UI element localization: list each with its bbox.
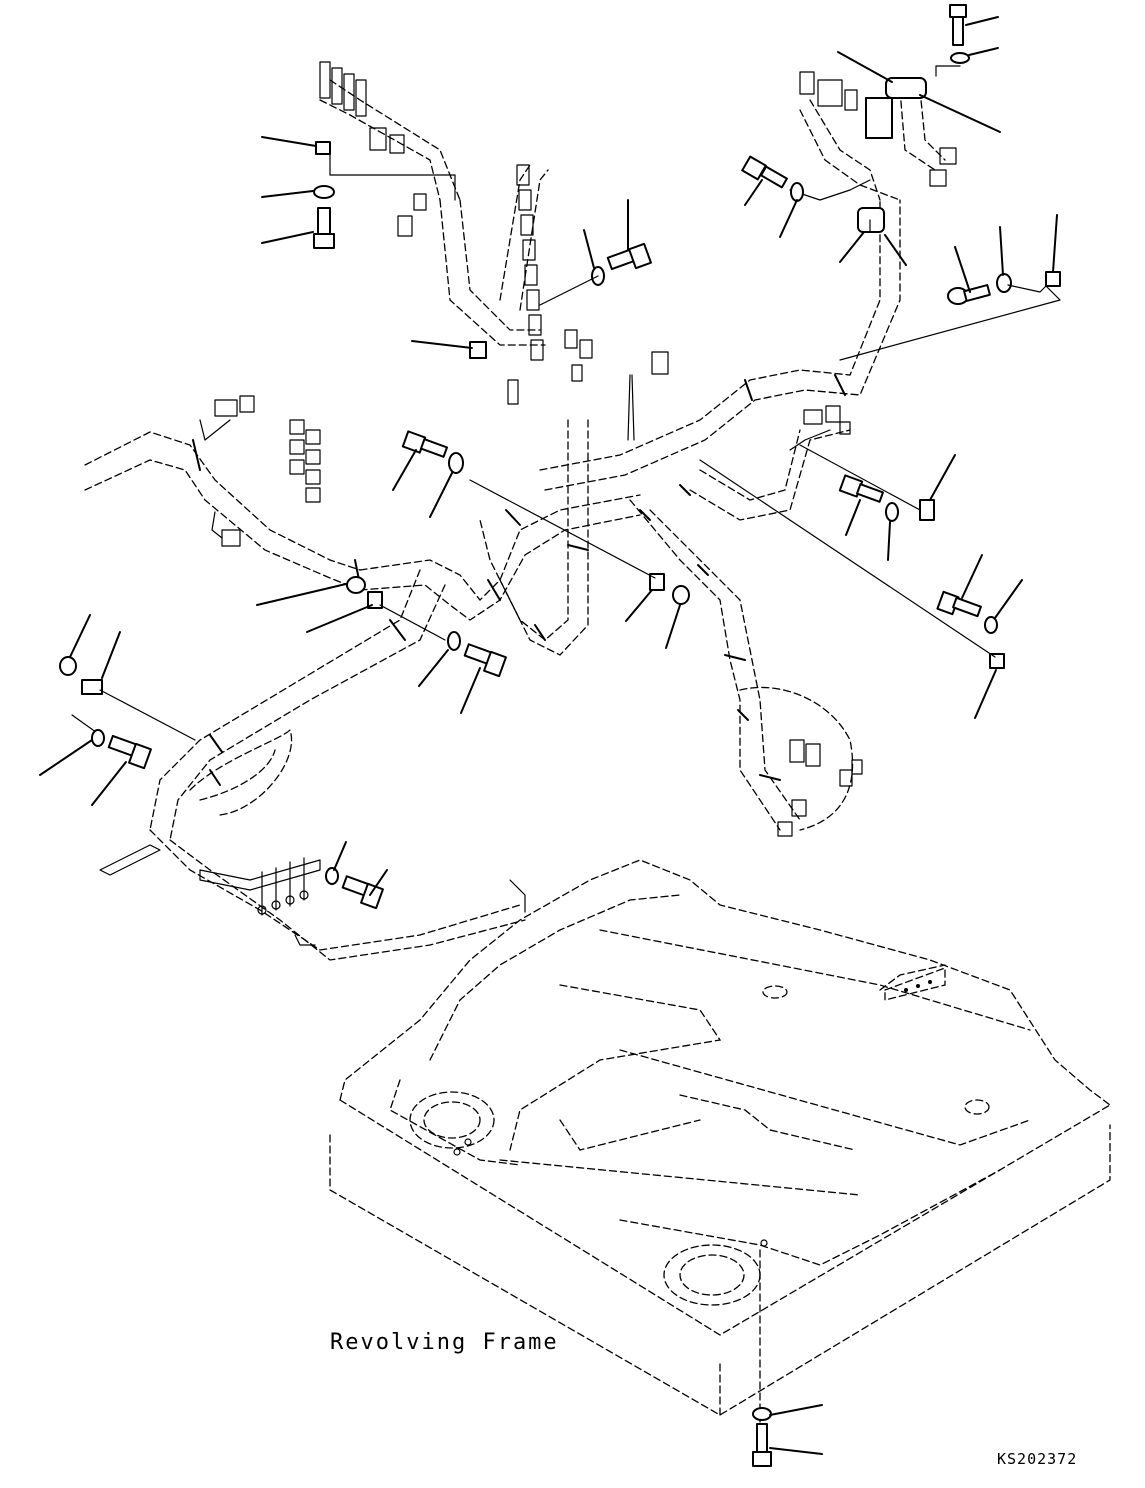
- bolt-top-right: [949, 4, 967, 46]
- nut-bottom: [752, 1407, 772, 1421]
- nut-far-left: [59, 656, 77, 676]
- main-harness: [84, 79, 946, 961]
- clamp-right: [857, 207, 885, 233]
- clamp-top-right: [885, 77, 927, 99]
- bracket-upper-left: [315, 141, 331, 155]
- harness-clamps: [192, 374, 846, 786]
- nut-left-middle: [346, 576, 366, 594]
- bolt-center-upper: [606, 242, 652, 271]
- bracket-right-middle: [919, 499, 935, 521]
- bracket-right: [1045, 271, 1061, 287]
- bolt-upper-left: [313, 207, 335, 249]
- terminal-bar-lower-left: [99, 844, 526, 946]
- washer-right: [996, 273, 1012, 293]
- drawing-code: KS202372: [997, 1450, 1078, 1468]
- bolt-center-left: [401, 430, 448, 458]
- connector-cluster-right: [789, 405, 851, 451]
- bracket-center: [649, 573, 665, 591]
- revolving-frame-label: Revolving Frame: [330, 1330, 559, 1355]
- connector-cluster-top-right: [789, 71, 957, 201]
- nut-center: [672, 585, 690, 605]
- bolt-lower-left: [107, 734, 152, 770]
- bolt-top-right-diagonal: [741, 155, 788, 189]
- connectors: [99, 61, 957, 946]
- connector-cluster-top-left: [319, 61, 427, 237]
- bolt-bottom: [752, 1423, 772, 1467]
- connector-cluster-lower-right: [777, 739, 863, 837]
- fasteners: [59, 4, 1061, 1467]
- washer-upper-left: [313, 185, 335, 199]
- bolt-left-center: [463, 643, 507, 678]
- clip-left: [469, 341, 487, 359]
- washer-right-middle: [885, 502, 899, 522]
- washer-left-center: [447, 631, 461, 651]
- revolving-frame: [329, 859, 1111, 1431]
- washer-lower-left: [91, 729, 105, 747]
- bracket-far-left: [81, 679, 103, 695]
- washer-lower-terminal: [325, 867, 339, 885]
- bolt-far-right: [936, 590, 982, 618]
- washer-center-left: [448, 452, 464, 474]
- bolt-lower-terminal: [341, 875, 384, 910]
- washer-top-right-diagonal: [790, 182, 804, 202]
- washer-far-right: [984, 616, 998, 634]
- bracket-left-middle: [367, 591, 383, 609]
- bolt-right: [947, 284, 991, 305]
- bracket-far-right: [989, 653, 1005, 669]
- washer-top-right: [950, 52, 970, 64]
- connector-stack-center: [507, 164, 669, 441]
- connector-cluster-left: [199, 395, 321, 547]
- leader-lines: [39, 16, 1058, 1455]
- bolt-right-middle: [838, 474, 884, 503]
